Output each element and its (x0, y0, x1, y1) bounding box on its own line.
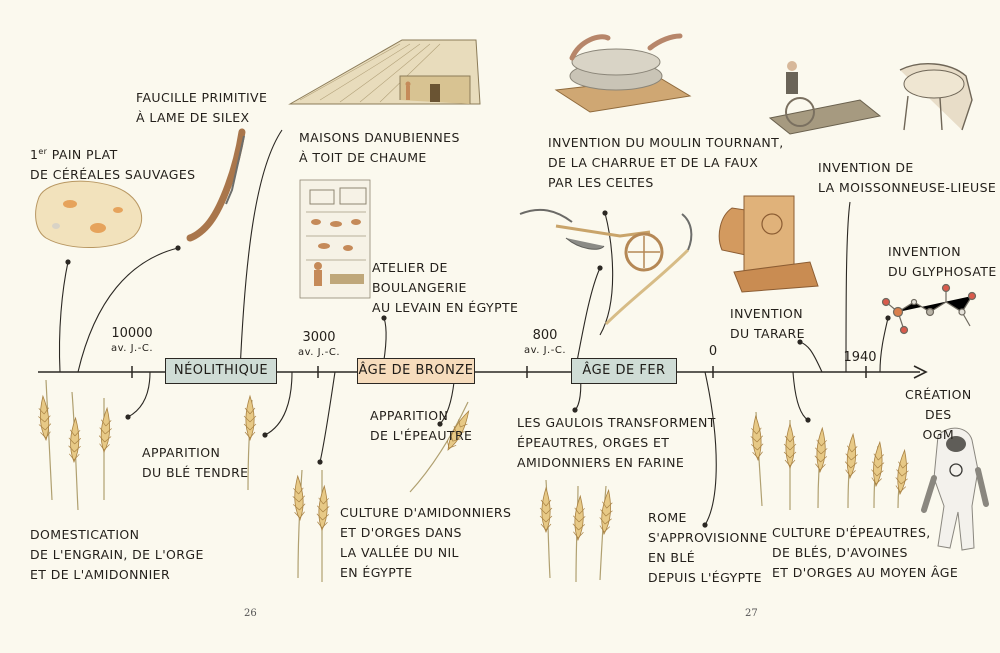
event-middle-ages-crops: Culture d'épeautres,de blés, d'avoineset… (772, 525, 959, 580)
wheat-group-spelt (409, 401, 475, 493)
page-number-right: 27 (745, 608, 758, 619)
wheat-group-domestication (36, 379, 114, 511)
event-rome-wheat: Romes'approvisionneen blédepuis l'Égypte (648, 510, 768, 585)
event-gmo: CréationdesOGM (905, 387, 972, 442)
grindstone-illustration (554, 33, 692, 113)
event-emmer-nile: Culture d'amidonnierset d'orges dansla v… (340, 505, 512, 580)
bakery-illustration (299, 179, 371, 299)
event-rotary-mill: Invention du moulin tournant,de la charr… (548, 135, 784, 190)
wheat-group-gaulois (539, 479, 615, 583)
era-iron-age: Âge de fer (571, 358, 677, 384)
event-danubian-houses: Maisons danubiennesà toit de chaume (299, 130, 460, 165)
hazmat-figure-illustration (921, 427, 989, 551)
flatbread-illustration (35, 180, 143, 248)
event-flint-sickle: Faucille primitiveà lame de silex (136, 90, 268, 125)
longhouse-illustration (288, 39, 481, 105)
event-domestication: Domesticationde l'engrain, de l'orgeet d… (30, 527, 204, 582)
event-glyphosate: Inventiondu glyphosate (888, 244, 997, 279)
harvester-illustration (768, 61, 973, 135)
event-bakery-egypt: Atelier deboulangerieau levain en Égypte (372, 260, 519, 315)
date-1940: 1940 (843, 350, 877, 365)
date-0: 0 (708, 344, 718, 359)
glyphosate-molecule-illustration (881, 283, 977, 335)
event-soft-wheat: Apparitiondu blé tendre (142, 445, 249, 480)
plough-illustration (519, 208, 693, 326)
page-number-left: 26 (244, 608, 257, 619)
sickle-illustration (186, 128, 246, 242)
connector-dots (65, 210, 891, 528)
event-harvester-binder: Invention dela moissonneuse-lieuse (818, 160, 997, 195)
era-neolithic: Néolithique (165, 358, 277, 384)
wheat-group-nile (291, 469, 331, 582)
event-gauls-flour: Les Gaulois transformentépeautres, orges… (517, 415, 716, 470)
wheat-group-soft-wheat (243, 395, 257, 491)
event-spelt: Apparitionde l'épeautre (370, 408, 473, 443)
era-bronze-age: Âge de bronze (357, 358, 475, 384)
event-winnowing-machine: Inventiondu tarare (730, 306, 805, 341)
event-first-flatbread: 1er pain plat de céréales sauvages (30, 147, 196, 183)
winnowing-machine-illustration (718, 195, 819, 293)
wheat-group-middle-ages (749, 411, 911, 511)
